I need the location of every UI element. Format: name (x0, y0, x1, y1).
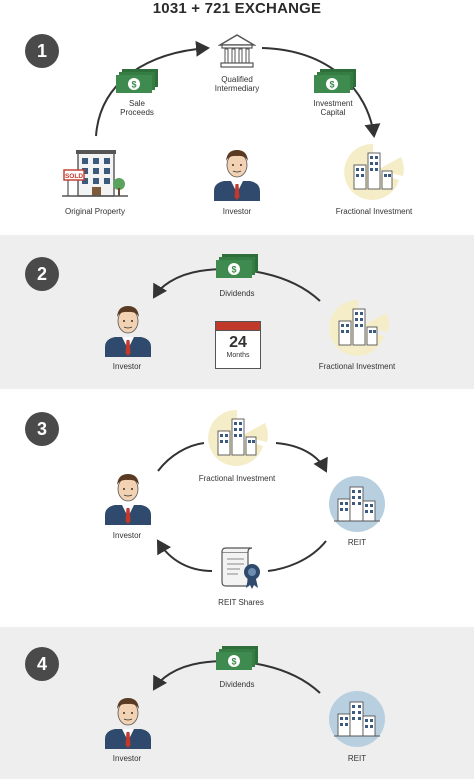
money-stack-icon: $ (216, 254, 258, 278)
investor-avatar-icon (105, 306, 151, 357)
sold-sign-text: SOLD (65, 173, 83, 180)
calendar-number: 24 (229, 334, 247, 351)
investment-capital-line2: Capital (320, 108, 346, 117)
property-building-icon: SOLD (62, 150, 128, 197)
step-3-badge: 3 (25, 412, 59, 446)
fractional-investment-label: Fractional Investment (318, 362, 396, 371)
svg-text:$: $ (131, 80, 136, 90)
money-stack-icon: $ (116, 69, 158, 93)
step-2-badge: 2 (25, 257, 59, 291)
investor-label: Investor (222, 207, 252, 216)
step-3-panel: 3 Fractional Investment (0, 389, 474, 625)
dividends-label: Dividends (219, 289, 255, 298)
arrow-fractional-to-reit (275, 442, 328, 473)
investor-label: Investor (112, 362, 142, 371)
reit-label: REIT (347, 754, 367, 763)
sale-proceeds-line1: Sale (128, 99, 146, 108)
certificate-icon (221, 547, 260, 589)
reit-buildings-icon (329, 691, 385, 747)
investor-label: Investor (112, 531, 142, 540)
step-1-panel: 1 Qualified Intermediary (0, 0, 474, 234)
money-stack-icon: $ (216, 646, 258, 670)
reit-buildings-icon (329, 476, 385, 532)
fractional-investment-label: Fractional Investment (198, 474, 276, 483)
svg-text:$: $ (231, 657, 236, 667)
investment-capital-line1: Investment (313, 99, 353, 108)
investor-avatar-icon (105, 474, 151, 525)
intermediary-label-line2: Intermediary (214, 84, 260, 93)
calendar-icon: 24 Months (215, 321, 261, 369)
investor-label: Investor (112, 754, 142, 763)
step-4-panel: 4 $ Dividends Investo (0, 627, 474, 779)
money-stack-icon: $ (314, 69, 356, 93)
fractional-buildings-icon (208, 409, 268, 466)
sale-proceeds-line2: Proceeds (120, 108, 154, 117)
diagram-title: 1031 + 721 EXCHANGE (152, 0, 322, 17)
original-property-label: Original Property (64, 207, 126, 216)
investor-avatar-icon (214, 150, 260, 201)
fractional-buildings-icon (344, 143, 404, 200)
step-1-badge: 1 (25, 34, 59, 68)
bank-building-icon (218, 34, 256, 68)
step-2-panel: 2 $ Dividends 24 Months (0, 235, 474, 389)
investor-avatar-icon (105, 698, 151, 749)
reit-label: REIT (347, 538, 367, 547)
reit-shares-label: REIT Shares (218, 598, 264, 607)
arrow-investor-to-fractional (157, 442, 205, 472)
step-4-badge: 4 (25, 647, 59, 681)
fractional-investment-label: Fractional Investment (335, 207, 413, 216)
intermediary-label-line1: Qualified (221, 75, 253, 84)
fractional-buildings-icon (329, 299, 389, 356)
svg-text:$: $ (231, 265, 236, 275)
svg-text:$: $ (329, 80, 334, 90)
calendar-unit: Months (226, 352, 250, 359)
dividends-label: Dividends (219, 680, 255, 689)
